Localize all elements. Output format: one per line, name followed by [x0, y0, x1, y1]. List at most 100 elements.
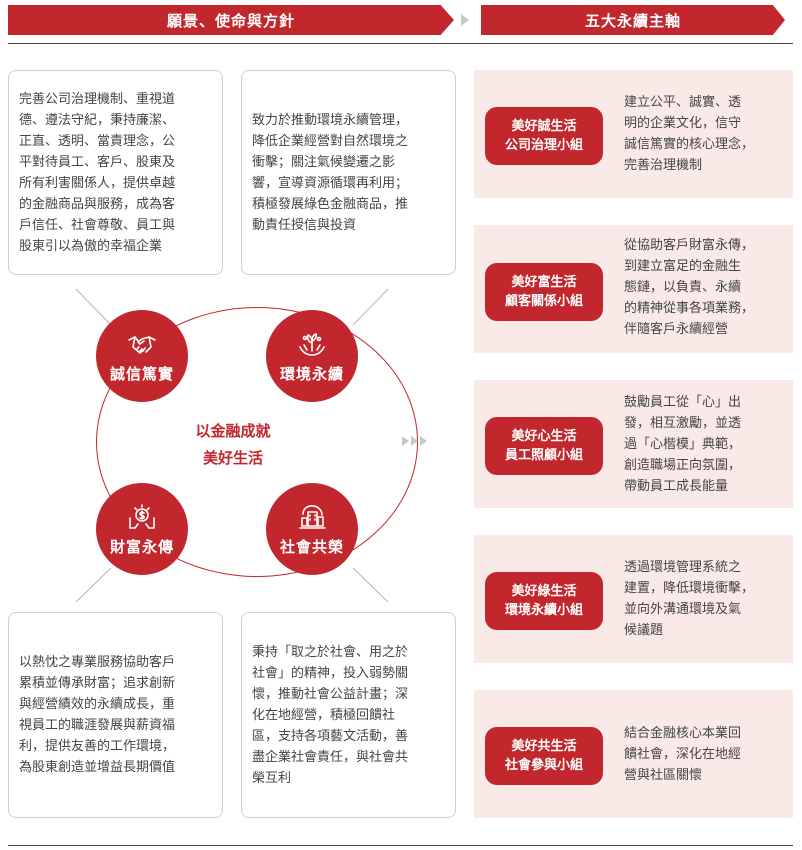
- society-text-line: 區，支持各項藝文活動，善: [252, 728, 409, 744]
- handshake-icon: [128, 335, 156, 354]
- integrity-text-box: 完善公司治理機制、重視道 德、遵法守紀，秉持廉潔、 正直、透明、當責理念，公 平…: [8, 70, 223, 275]
- top-divider: [8, 43, 793, 44]
- society-text-line: 榮互利: [252, 770, 292, 786]
- pillar-desc-line: 過「心楷模」典範，: [624, 437, 742, 452]
- pillar-desc-line: 的精神從事各項業務，: [624, 301, 755, 316]
- pillar-tag-title: 美好心生活: [511, 429, 577, 444]
- society-circle: 社會共榮: [266, 483, 358, 575]
- pillar-tag-group: 環境永續小組: [504, 603, 583, 618]
- wealth-text-line: 視員工的職涯發展與薪資福: [19, 718, 176, 733]
- society-text-line: 懷，推動社會公益計畫；深: [252, 686, 409, 702]
- pillar-desc-line: 態鏈，以負責、永續: [624, 280, 742, 295]
- pillar-desc-line: 建立公平、誠實、透: [624, 95, 742, 110]
- pillar-governance-tag: 美好誠生活 公司治理小組: [485, 107, 603, 165]
- pillar-employee-tag: 美好心生活 員工照顧小組: [485, 417, 603, 475]
- pillar-tag-group: 社會參與小組: [504, 758, 583, 773]
- integrity-text-line: 平對待員工、客戶、股東及: [19, 154, 176, 170]
- wealth-text-box: 以熱忱之專業服務協助客戶 累積並傳承財富；追求創新 與經營績效的永續成長，重 視…: [8, 612, 223, 818]
- plant-hands-icon: [299, 332, 325, 356]
- integrity-text-line: 股東引以為傲的幸福企業: [19, 238, 163, 254]
- core-slogan-line1: 以金融成就: [195, 422, 271, 440]
- pillar-society: 美好共生活 社會參與小組 結合金融核心本業回 饋社會，深化在地經 營與社區關懷: [474, 690, 793, 818]
- pillar-desc-line: 從協助客戶財富永傳，: [624, 238, 755, 253]
- pillar-desc-line: 透過環境管理系統之: [624, 560, 742, 575]
- flow-arrows-icon: [402, 436, 427, 446]
- environment-text-line: 響，宣導資源循環再利用；: [252, 175, 409, 191]
- society-label: 社會共榮: [279, 537, 344, 556]
- environment-text-box: 致力於推動環境永續管理， 降低企業經營對自然環境之 衝擊；關注氣候變遷之影 響，…: [241, 70, 456, 275]
- society-text-line: 化在地經營，積極回饋社: [252, 707, 396, 723]
- pillar-desc-line: 帶動員工成長能量: [624, 479, 729, 494]
- environment-text-line: 動責任授信與投資: [252, 217, 357, 233]
- pillar-tag-group: 員工照顧小組: [504, 448, 583, 463]
- pillar-society-desc: 結合金融核心本業回 饋社會，深化在地經 營與社區關懷: [624, 723, 782, 786]
- pillar-customer: 美好富生活 顧客關係小組 從協助客戶財富永傳， 到建立富足的金融生 態鏈，以負責…: [474, 225, 793, 353]
- society-text-line: 盡企業社會責任，與社會共: [252, 749, 409, 765]
- pillar-desc-line: 伴隨客戶永續經營: [624, 322, 729, 337]
- five-pillars-banner: 五大永續主軸: [481, 5, 785, 35]
- pillar-environment-desc: 透過環境管理系統之 建置，降低環境衝擊， 並向外溝通環境及氣 候議題: [624, 557, 782, 641]
- five-pillars-title: 五大永續主軸: [584, 11, 681, 30]
- connector-society: [352, 567, 389, 603]
- integrity-text-line: 戶信任、社會尊敬、員工與: [19, 217, 176, 233]
- pillar-desc-line: 鼓勵員工從「心」出: [624, 395, 742, 410]
- environment-text-line: 積極發展綠色金融商品，推: [252, 196, 409, 212]
- wealth-text-line: 與經營績效的永續成長，重: [19, 697, 176, 712]
- integrity-text-line: 完善公司治理機制、重視道: [19, 91, 176, 107]
- arrow-icon: [420, 436, 427, 446]
- pillar-desc-line: 候議題: [624, 623, 664, 638]
- pillar-tag-title: 美好富生活: [511, 275, 577, 290]
- environment-text-line: 致力於推動環境永續管理，: [252, 112, 409, 128]
- community-building-icon: [299, 504, 326, 529]
- wealth-circle: 財富永傳: [96, 483, 188, 575]
- environment-label: 環境永續: [279, 364, 344, 383]
- pillar-governance: 美好誠生活 公司治理小組 建立公平、誠實、透 明的企業文化，信守 誠信篤實的核心…: [474, 70, 793, 198]
- core-slogan-line2: 美好生活: [202, 449, 263, 467]
- pillar-customer-tag: 美好富生活 顧客關係小組: [485, 263, 603, 321]
- society-text-box: 秉持「取之於社會、用之於 社會」的精神，投入弱勢關 懷，推動社會公益計畫；深 化…: [241, 612, 456, 818]
- pillar-tag-group: 公司治理小組: [504, 138, 583, 153]
- core-slogan: 以金融成就 美好生活: [168, 418, 298, 472]
- environment-text-line: 降低企業經營對自然環境之: [252, 133, 409, 149]
- pillar-desc-line: 到建立富足的金融生: [624, 259, 742, 274]
- pillar-society-tag: 美好共生活 社會參與小組: [485, 727, 603, 785]
- pillar-desc-line: 完善治理機制: [624, 158, 703, 173]
- environment-circle: 環境永續: [266, 310, 358, 402]
- integrity-text-line: 德、遵法守紀，秉持廉潔、: [19, 112, 176, 128]
- pillar-environment: 美好綠生活 環境永續小組 透過環境管理系統之 建置，降低環境衝擊， 並向外溝通環…: [474, 535, 793, 663]
- pillar-desc-line: 創造職場正向氛圍，: [624, 458, 742, 473]
- pillar-tag-title: 美好綠生活: [511, 584, 577, 599]
- pillar-desc-line: 並向外溝通環境及氣: [624, 602, 742, 617]
- vision-mission-title: 願景、使命與方針: [166, 11, 295, 30]
- environment-text-line: 衝擊；關注氣候變遷之影: [252, 154, 396, 170]
- integrity-label: 誠信篤實: [109, 364, 174, 383]
- pillar-desc-line: 發，相互激勵，並透: [624, 416, 742, 431]
- pillar-desc-line: 建置，降低環境衝擊，: [624, 581, 755, 596]
- society-text-line: 社會」的精神，投入弱勢關: [252, 665, 409, 681]
- money-hands-icon: [129, 503, 155, 529]
- pillar-customer-desc: 從協助客戶財富永傳， 到建立富足的金融生 態鏈，以負責、永續 的精神從事各項業務…: [624, 235, 782, 340]
- arrow-icon: [402, 436, 409, 446]
- pillar-environment-tag: 美好綠生活 環境永續小組: [485, 572, 603, 630]
- pillar-tag-title: 美好誠生活: [511, 119, 577, 134]
- wealth-text-line: 為股東創造並增益長期價值: [19, 760, 176, 775]
- pillar-employee-desc: 鼓勵員工從「心」出 發，相互激勵，並透 過「心楷模」典範， 創造職場正向氛圍， …: [624, 392, 782, 497]
- connector-wealth: [75, 567, 112, 603]
- integrity-text-line: 的金融商品與服務，成為客: [19, 196, 176, 212]
- pillar-tag-title: 美好共生活: [511, 739, 577, 754]
- vision-mission-banner: 願景、使命與方針: [8, 5, 454, 35]
- society-text-line: 秉持「取之於社會、用之於: [252, 644, 409, 660]
- connector-integrity: [75, 288, 112, 326]
- header-arrow-icon: [461, 14, 469, 26]
- pillar-employee: 美好心生活 員工照顧小組 鼓勵員工從「心」出 發，相互激勵，並透 過「心楷模」典…: [474, 380, 793, 508]
- pillar-governance-desc: 建立公平、誠實、透 明的企業文化，信守 誠信篤實的核心理念， 完善治理機制: [624, 92, 782, 176]
- pillar-desc-line: 明的企業文化，信守: [624, 116, 742, 131]
- pillar-tag-group: 顧客關係小組: [504, 294, 583, 309]
- bottom-divider: [8, 845, 793, 846]
- pillar-desc-line: 誠信篤實的核心理念，: [624, 137, 755, 152]
- integrity-text-line: 正直、透明、當責理念，公: [19, 133, 176, 149]
- integrity-text-line: 所有利害關係人，提供卓越: [19, 175, 176, 191]
- connector-environment: [352, 288, 389, 326]
- pillar-desc-line: 饋社會，深化在地經: [624, 747, 742, 762]
